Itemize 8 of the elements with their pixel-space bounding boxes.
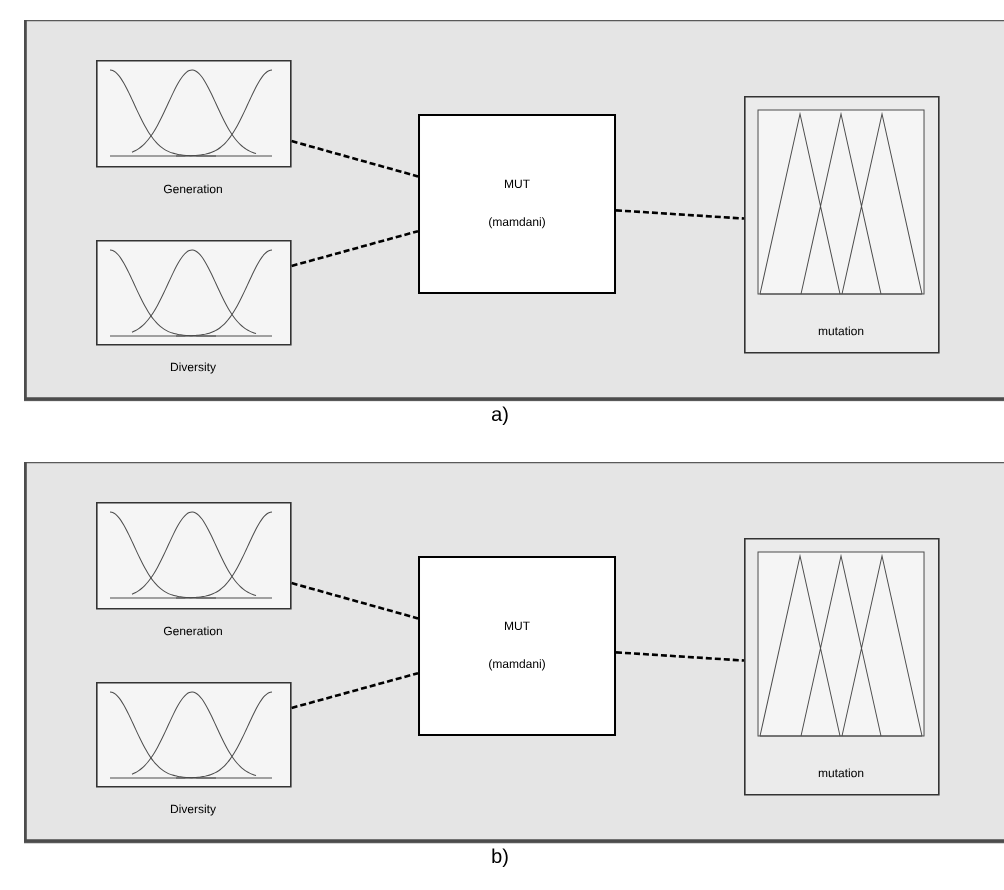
panel-label: b): [492, 848, 508, 868]
panel-label: a): [491, 406, 508, 426]
connector: [615, 651, 745, 662]
connector: [291, 671, 419, 710]
connector: [615, 209, 745, 220]
connector: [291, 229, 419, 268]
connector: [291, 139, 419, 178]
connector: [291, 581, 419, 620]
